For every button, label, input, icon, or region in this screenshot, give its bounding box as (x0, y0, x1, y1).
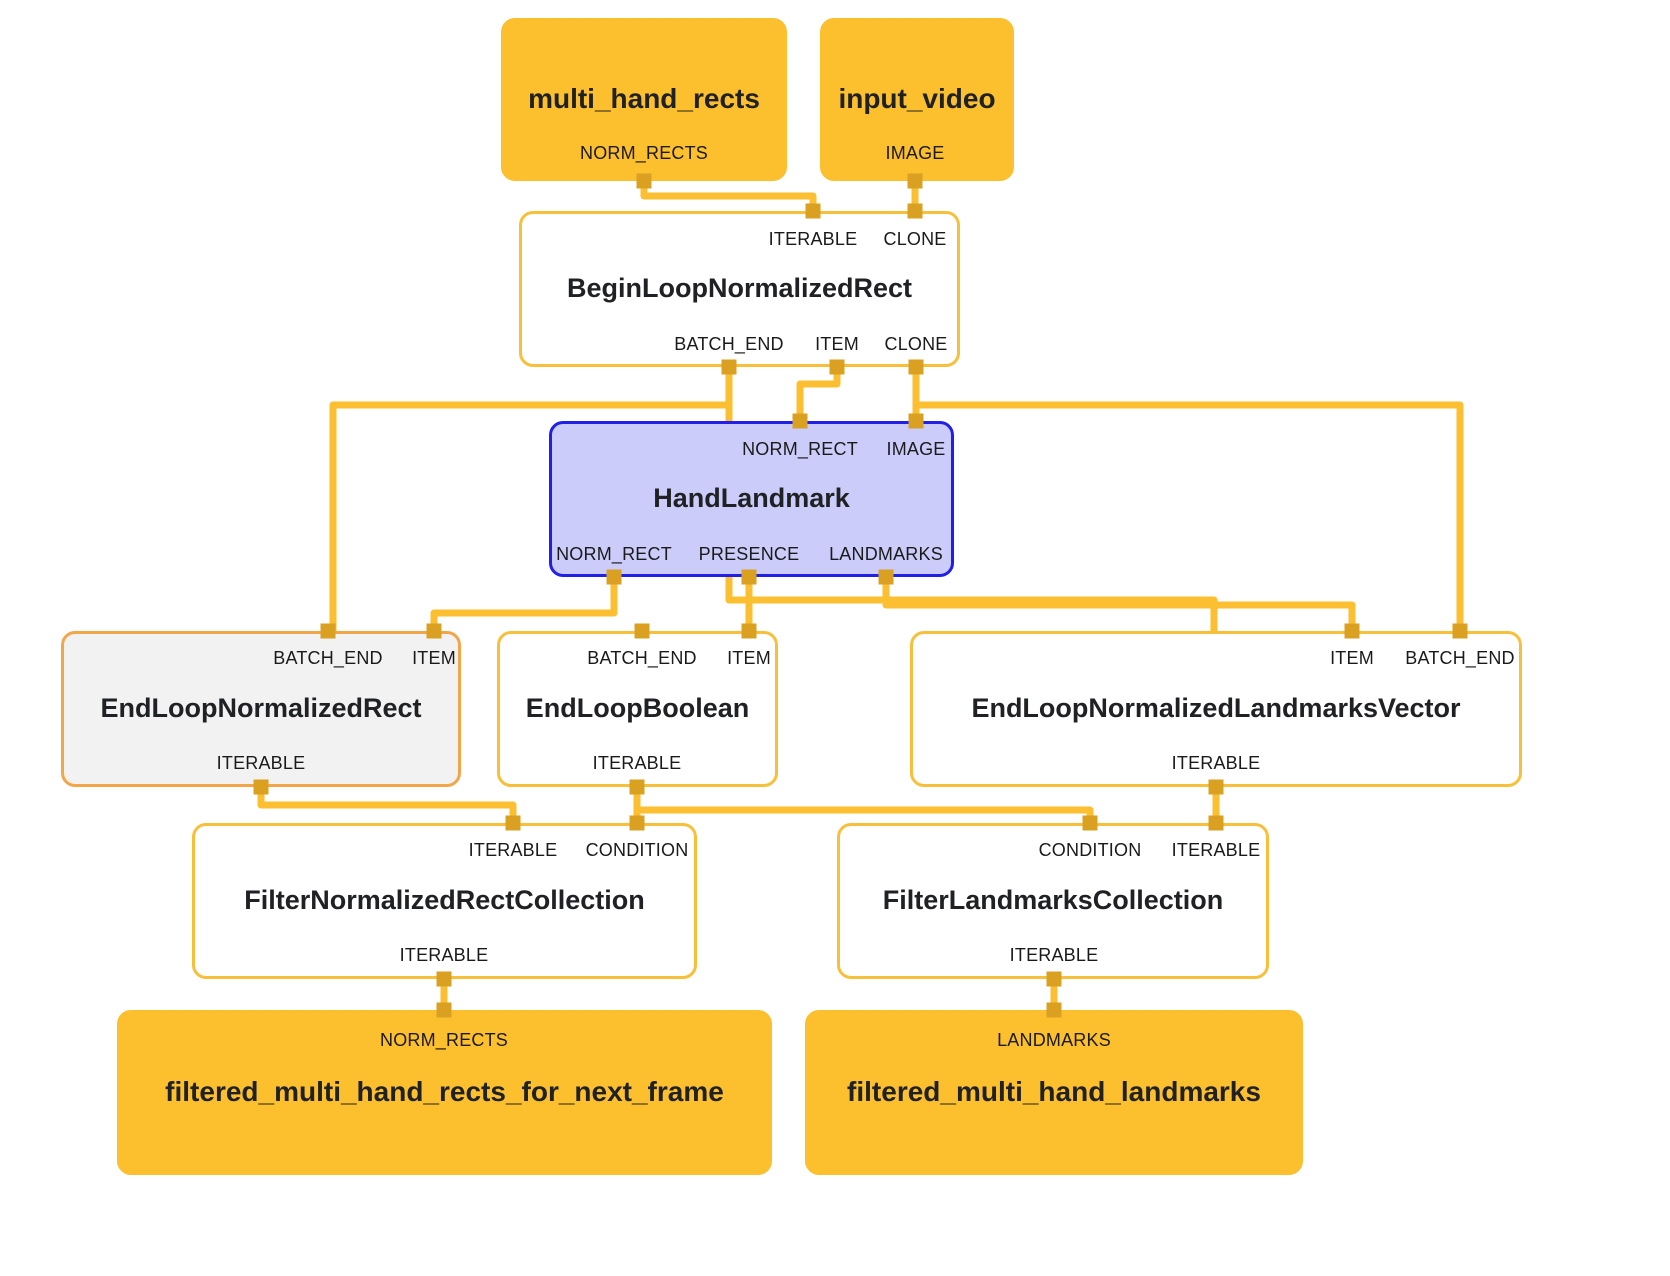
port-label-condition: CONDITION (585, 840, 689, 860)
port-iterable[interactable] (629, 779, 645, 795)
node-title: FilterLandmarksCollection (882, 885, 1224, 916)
node-title: input_video (838, 83, 996, 115)
node-title: EndLoopBoolean (525, 693, 750, 724)
port-label-norm_rect: NORM_RECT (556, 544, 672, 564)
port-item[interactable] (426, 623, 442, 639)
node-FilterNormalizedRectCollection[interactable]: FilterNormalizedRectCollection (192, 823, 697, 979)
port-landmarks[interactable] (1046, 1002, 1062, 1018)
port-presence[interactable] (741, 569, 757, 585)
port-iterable[interactable] (253, 779, 269, 795)
port-label-presence: PRESENCE (698, 544, 800, 564)
port-label-item: ITEM (815, 334, 859, 354)
node-BeginLoopNormalizedRect[interactable]: BeginLoopNormalizedRect (519, 211, 960, 367)
edge (640, 178, 817, 213)
port-label-iterable: ITERABLE (592, 753, 682, 773)
port-label-iterable: ITERABLE (1171, 840, 1261, 860)
node-title: EndLoopNormalizedLandmarksVector (971, 693, 1461, 724)
node-filtered_multi_hand_landmarks[interactable]: filtered_multi_hand_landmarks (805, 1010, 1303, 1175)
node-EndLoopBoolean[interactable]: EndLoopBoolean (497, 631, 778, 787)
port-iterable[interactable] (1208, 815, 1224, 831)
port-image[interactable] (908, 413, 924, 429)
port-label-norm_rects: NORM_RECTS (379, 1030, 509, 1050)
node-title: BeginLoopNormalizedRect (566, 273, 913, 304)
port-iterable[interactable] (1208, 779, 1224, 795)
port-label-landmarks: LANDMARKS (829, 544, 943, 564)
edge (882, 578, 1356, 633)
port-label-item: ITEM (412, 648, 456, 668)
port-label-clone: CLONE (883, 229, 947, 249)
port-batch_end[interactable] (1452, 623, 1468, 639)
node-input_video[interactable]: input_video (820, 18, 1014, 181)
node-EndLoopNormalizedRect[interactable]: EndLoopNormalizedRect (61, 631, 461, 787)
node-multi_hand_rects[interactable]: multi_hand_rects (501, 18, 787, 181)
port-label-batch_end: BATCH_END (273, 648, 383, 668)
node-title: filtered_multi_hand_rects_for_next_frame (165, 1076, 724, 1108)
port-image[interactable] (907, 173, 923, 189)
port-iterable[interactable] (1046, 971, 1062, 987)
port-clone[interactable] (907, 203, 923, 219)
node-title: multi_hand_rects (528, 83, 760, 115)
node-title: HandLandmark (653, 483, 850, 514)
port-norm_rects[interactable] (636, 173, 652, 189)
node-title: filtered_multi_hand_landmarks (847, 1076, 1261, 1108)
port-label-batch_end: BATCH_END (587, 648, 697, 668)
port-condition[interactable] (629, 815, 645, 831)
port-label-image: IMAGE (885, 143, 945, 163)
port-iterable[interactable] (436, 971, 452, 987)
edge (912, 368, 1464, 633)
node-filtered_multi_hand_rects_for_next_frame[interactable]: filtered_multi_hand_rects_for_next_frame (117, 1010, 772, 1175)
port-label-item: ITEM (1330, 648, 1374, 668)
port-label-image: IMAGE (886, 439, 946, 459)
edge (257, 788, 517, 825)
port-label-iterable: ITERABLE (1009, 945, 1099, 965)
port-label-batch_end: BATCH_END (1405, 648, 1515, 668)
port-label-batch_end: BATCH_END (674, 334, 784, 354)
node-title: EndLoopNormalizedRect (100, 693, 422, 724)
edge (430, 578, 618, 633)
port-label-clone: CLONE (884, 334, 948, 354)
port-item[interactable] (741, 623, 757, 639)
port-label-iterable: ITERABLE (399, 945, 489, 965)
port-clone[interactable] (908, 359, 924, 375)
port-label-norm_rects: NORM_RECTS (579, 143, 709, 163)
port-label-iterable: ITERABLE (216, 753, 306, 773)
port-label-iterable: ITERABLE (1171, 753, 1261, 773)
port-condition[interactable] (1082, 815, 1098, 831)
port-label-iterable: ITERABLE (768, 229, 858, 249)
port-norm_rects[interactable] (436, 1002, 452, 1018)
port-iterable[interactable] (505, 815, 521, 831)
port-batch_end[interactable] (634, 623, 650, 639)
port-label-landmarks: LANDMARKS (997, 1030, 1111, 1050)
port-batch_end[interactable] (721, 359, 737, 375)
node-title: FilterNormalizedRectCollection (244, 885, 645, 916)
port-label-norm_rect: NORM_RECT (742, 439, 858, 459)
edge (633, 788, 1094, 825)
port-item[interactable] (1344, 623, 1360, 639)
port-label-condition: CONDITION (1038, 840, 1142, 860)
port-norm_rect[interactable] (606, 569, 622, 585)
port-iterable[interactable] (805, 203, 821, 219)
port-label-item: ITEM (727, 648, 771, 668)
port-norm_rect[interactable] (792, 413, 808, 429)
port-label-iterable: ITERABLE (468, 840, 558, 860)
port-landmarks[interactable] (878, 569, 894, 585)
port-item[interactable] (829, 359, 845, 375)
port-batch_end[interactable] (320, 623, 336, 639)
